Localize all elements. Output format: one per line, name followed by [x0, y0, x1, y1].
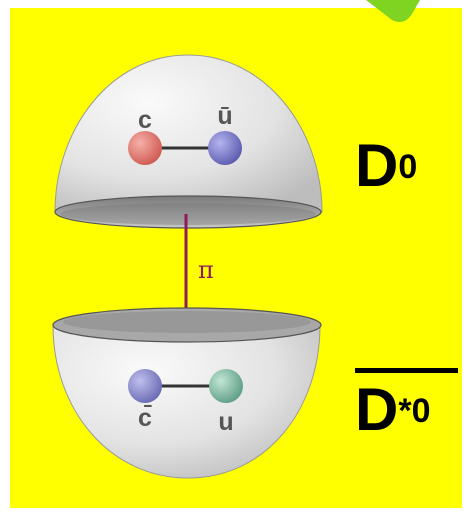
- upper-quark-u-bar-label: ū: [210, 102, 240, 131]
- lower-quark-u: [209, 369, 243, 403]
- lower-hemisphere: [53, 308, 321, 478]
- lower-meson-label: D*0: [355, 380, 430, 440]
- antiparticle-overline: [355, 368, 458, 373]
- lower-quark-c-bar: [128, 369, 162, 403]
- lower-quark-c-bar-label: c̄: [130, 404, 160, 433]
- upper-hemisphere: [55, 55, 322, 228]
- upper-quark-c-label: c: [130, 106, 160, 135]
- upper-quark-u-bar: [208, 131, 242, 165]
- lower-meson-name: D: [355, 376, 398, 443]
- upper-quark-c: [128, 131, 162, 165]
- pion-label: π: [198, 256, 214, 284]
- upper-meson-superscript: 0: [398, 148, 417, 186]
- lower-meson-superscript: *0: [398, 392, 430, 430]
- lower-quark-u-label: u: [211, 408, 241, 437]
- upper-meson-name: D: [355, 132, 398, 199]
- upper-meson-label: D0: [355, 136, 417, 196]
